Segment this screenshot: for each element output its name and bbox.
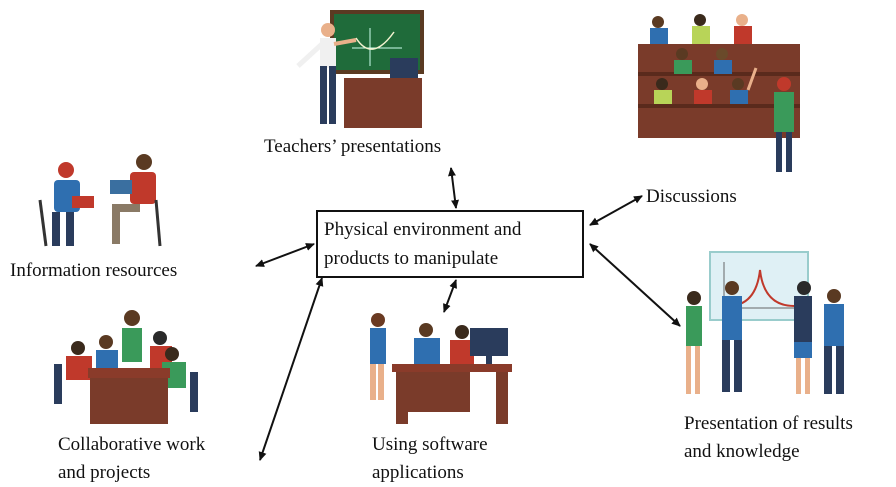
- lecture-hall-illustration: [638, 14, 800, 172]
- arrow-to-teachers: [448, 167, 459, 209]
- label-results-line-2: and knowledge: [684, 441, 800, 462]
- label-collaborative-line-2: and projects: [58, 462, 151, 483]
- center-line-2: products to manipulate: [324, 248, 499, 269]
- label-software-line-1: Using software: [372, 434, 488, 455]
- results-presentation-illustration: [686, 251, 844, 394]
- arrow-to-discussions: [589, 195, 643, 226]
- label-software-line-2: applications: [372, 462, 464, 483]
- label-results-line-1: Presentation of results: [684, 413, 853, 434]
- center-line-1: Physical environment and: [324, 219, 522, 240]
- label-collaborative-line-1: Collaborative work: [58, 434, 206, 455]
- arrow-to-results: [589, 243, 681, 327]
- arrow-to-information: [255, 243, 315, 267]
- arrow-to-collaborative: [258, 277, 324, 461]
- label-information-resources: Information resources: [10, 260, 178, 281]
- teacher-chalkboard-illustration: [296, 10, 424, 128]
- center-node: Physical environment and products to man…: [316, 210, 584, 278]
- group-work-illustration: [54, 310, 198, 424]
- software-desk-illustration: [370, 313, 512, 424]
- arrow-to-software: [443, 279, 457, 313]
- label-discussions: Discussions: [646, 186, 737, 207]
- label-teachers-presentations: Teachers’ presentations: [264, 136, 442, 157]
- students-reading-illustration: [38, 154, 162, 247]
